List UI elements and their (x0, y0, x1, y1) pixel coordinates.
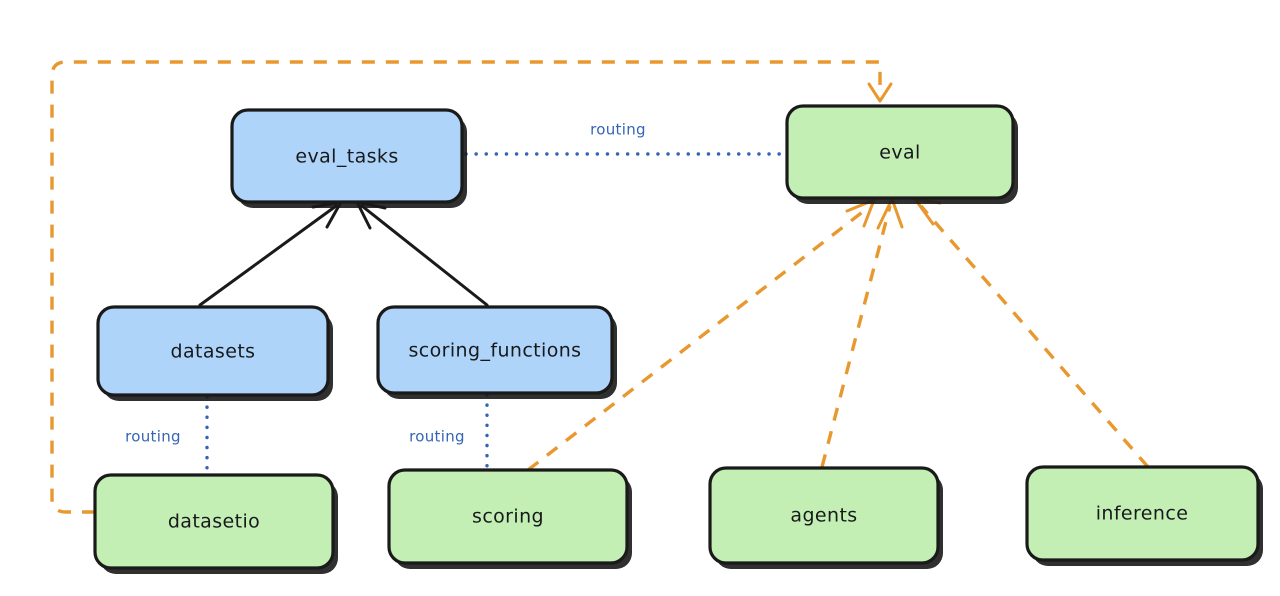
node-eval-tasks-label: eval_tasks (295, 146, 398, 168)
node-datasetio[interactable]: datasetio (93, 473, 338, 574)
node-agents[interactable]: agents (708, 466, 943, 569)
edge-evaltasks-eval: routing (464, 121, 786, 156)
node-inference[interactable]: inference (1025, 465, 1263, 566)
node-eval-label: eval (879, 142, 920, 164)
edge-scoringfunctions-evaltasks (355, 200, 489, 307)
node-datasets[interactable]: datasets (96, 305, 333, 401)
node-datasetio-label: datasetio (168, 511, 260, 533)
node-eval[interactable]: eval (785, 104, 1018, 204)
node-datasets-box (96, 305, 330, 397)
edge-datasets-evaltasks (198, 200, 343, 307)
edge-agents-eval (820, 197, 904, 468)
node-scoring[interactable]: scoring (387, 468, 632, 569)
node-agents-box (708, 466, 940, 565)
node-datasetio-box (93, 473, 335, 570)
edge-label-routing-datasetio: routing (125, 428, 181, 446)
node-scoring-functions[interactable]: scoring_functions (376, 305, 617, 399)
edge-label-routing-scoring: routing (409, 428, 465, 446)
node-inference-box (1025, 465, 1260, 562)
edge-inference-eval (913, 197, 1150, 469)
edge-datasets-datasetio: routing (125, 395, 209, 475)
node-scoring-label: scoring (472, 506, 544, 528)
node-scoring-functions-box (376, 305, 614, 395)
node-inference-label: inference (1096, 503, 1189, 525)
node-eval-box (785, 104, 1015, 200)
node-scoring-functions-label: scoring_functions (409, 340, 582, 362)
edge-datasetio-eval (50, 60, 893, 514)
node-datasets-label: datasets (171, 341, 256, 363)
edge-scoringfunctions-scoring: routing (409, 393, 489, 473)
node-eval-tasks[interactable]: eval_tasks (230, 108, 467, 208)
node-eval-tasks-box (230, 108, 464, 204)
edge-label-routing-eval: routing (590, 121, 646, 139)
node-agents-label: agents (790, 505, 857, 527)
node-scoring-box (387, 468, 629, 565)
